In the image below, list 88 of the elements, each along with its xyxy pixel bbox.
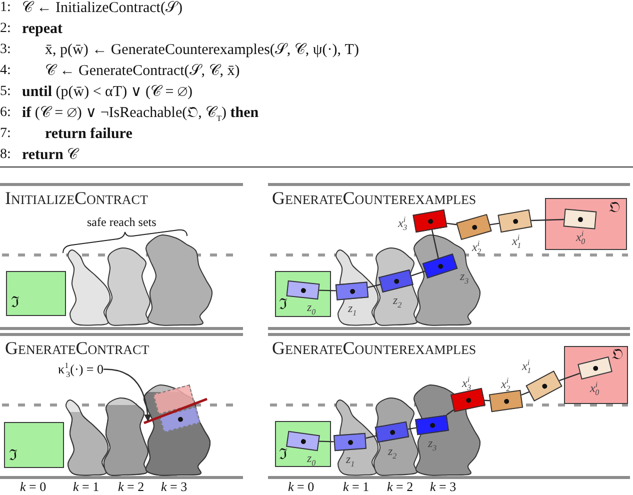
- goal-region-box: [564, 346, 628, 404]
- reach-set-blob: [372, 396, 420, 477]
- trajectory-line: [531, 218, 564, 222]
- trajectory-line: [368, 284, 381, 288]
- region-label: ℑ: [279, 298, 287, 313]
- brace-label: safe reach sets: [87, 216, 156, 230]
- panel-title: GenerateCounterexamples: [272, 339, 476, 359]
- state-label: z$_{1}$: [348, 302, 357, 318]
- line-number: 5:: [0, 84, 11, 100]
- region-label: ℑ: [279, 448, 287, 463]
- line-number: 7:: [0, 126, 11, 142]
- algorithm-line: repeat: [22, 21, 63, 38]
- state-label: z$_{3}$: [428, 437, 437, 452]
- line-number: 2:: [0, 21, 11, 38]
- region-label: 𝔒: [609, 201, 620, 216]
- algorithm-line: return 𝒞: [22, 147, 78, 164]
- trajectory-line: [431, 230, 439, 258]
- step-label: k = 1: [343, 480, 370, 495]
- trajectory-line: [446, 222, 457, 226]
- state-box: [286, 280, 320, 300]
- step-label: k = 2: [387, 480, 414, 495]
- algorithm-line: until (p(w̄) < αT) ∨ (𝒞 = ∅): [22, 84, 192, 102]
- state-label: z$_{2}$: [388, 445, 397, 460]
- trajectory-line: [484, 400, 490, 402]
- algorithm-line: if (𝒞 = ∅) ∨ ¬IsReachable(𝔒, 𝒞$_{T}$) then: [22, 105, 259, 124]
- state-label: z$_{0}$: [307, 301, 316, 316]
- reach-set-blob: [66, 248, 112, 327]
- lane-panel: [268, 183, 630, 330]
- lane-panel: [0, 183, 243, 330]
- goal-region-box: [545, 198, 627, 250]
- constraint-line: [143, 398, 208, 424]
- reach-set-blob: [102, 396, 150, 477]
- step-label: k = 0: [20, 480, 46, 495]
- trajectory-line: [446, 409, 454, 416]
- reach-set-blob: [412, 233, 482, 327]
- trajectory-line: [521, 391, 530, 396]
- trajectory-line: [408, 427, 416, 430]
- algorithm-line: x̄, p(w̄) ← GenerateCounterexamples(𝒮, 𝒞, ψ(·), T): [45, 42, 359, 60]
- line-number: 1:: [0, 0, 11, 16]
- reach-set-blob: [64, 398, 110, 477]
- constraint-label: κ$^{1}$$_{3}$(·) = 0: [58, 361, 104, 380]
- leader-arrow: [103, 368, 152, 422]
- state-box: [412, 209, 448, 233]
- trajectory-line: [490, 222, 500, 226]
- state-label: z$_{3}$: [460, 270, 469, 286]
- reach-set-blob: [412, 383, 482, 477]
- lane-panel: [268, 333, 630, 479]
- state-label: z$_{0}$: [307, 452, 316, 468]
- trajectory-line: [319, 290, 336, 292]
- step-label: k = 1: [73, 480, 100, 495]
- reach-set-blob: [104, 246, 152, 327]
- line-number: 6:: [0, 105, 11, 122]
- state-box: [488, 390, 524, 412]
- algorithm-line: return failure: [45, 126, 132, 144]
- lane-panel: [0, 333, 243, 479]
- region-label: ℑ: [11, 296, 19, 311]
- start-region-box: [4, 422, 64, 468]
- trajectory-line: [366, 435, 377, 439]
- trajectory-line: [319, 440, 334, 442]
- reach-set-blob: [372, 246, 420, 327]
- state-box: [286, 430, 320, 452]
- state-box: [498, 209, 532, 233]
- region-label: 𝔒: [612, 348, 623, 363]
- reach-set-blob: [334, 398, 380, 477]
- algorithm-line: 𝒞 ← GenerateContract(𝒮, 𝒞, x̄): [45, 63, 240, 80]
- start-region-box: [275, 421, 331, 467]
- start-region-box: [6, 271, 66, 316]
- line-number: 8:: [0, 147, 11, 164]
- panel-title: InitializeContract: [5, 189, 148, 209]
- state-box: [563, 208, 597, 230]
- step-label: k = 3: [161, 480, 188, 495]
- reach-set-blob: [142, 383, 212, 477]
- state-label: z$_{2}$: [393, 294, 402, 310]
- reach-set-blob: [334, 248, 380, 327]
- step-label: k = 0: [288, 480, 314, 495]
- reach-set-blob: [144, 233, 214, 327]
- panel-title: GenerateCounterexamples: [272, 189, 476, 209]
- panel-title: GenerateContract: [5, 339, 150, 359]
- region-label: ℑ: [9, 449, 17, 464]
- trajectory-line: [559, 372, 580, 382]
- trajectory-line: [411, 270, 426, 276]
- start-region-box: [275, 271, 331, 317]
- step-label: k = 3: [430, 480, 456, 495]
- line-number: 4:: [0, 63, 11, 80]
- step-label: k = 2: [118, 480, 144, 495]
- state-label: z$_{1}$: [346, 453, 355, 468]
- line-number: 3:: [0, 42, 11, 58]
- algorithm-line: 𝒞 ← InitializeContract(𝒮): [22, 0, 182, 18]
